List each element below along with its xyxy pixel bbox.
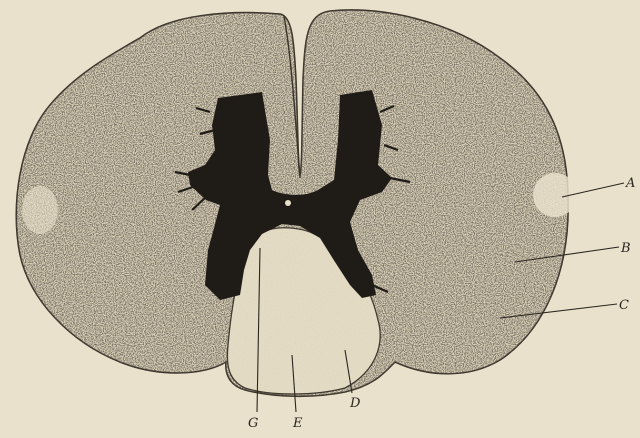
label-d: D xyxy=(350,397,360,410)
label-e: E xyxy=(293,417,303,430)
label-g: G xyxy=(248,417,258,430)
label-c: C xyxy=(619,299,629,312)
label-a: A xyxy=(626,177,635,190)
central-canal xyxy=(285,200,291,206)
label-b: B xyxy=(621,242,631,255)
